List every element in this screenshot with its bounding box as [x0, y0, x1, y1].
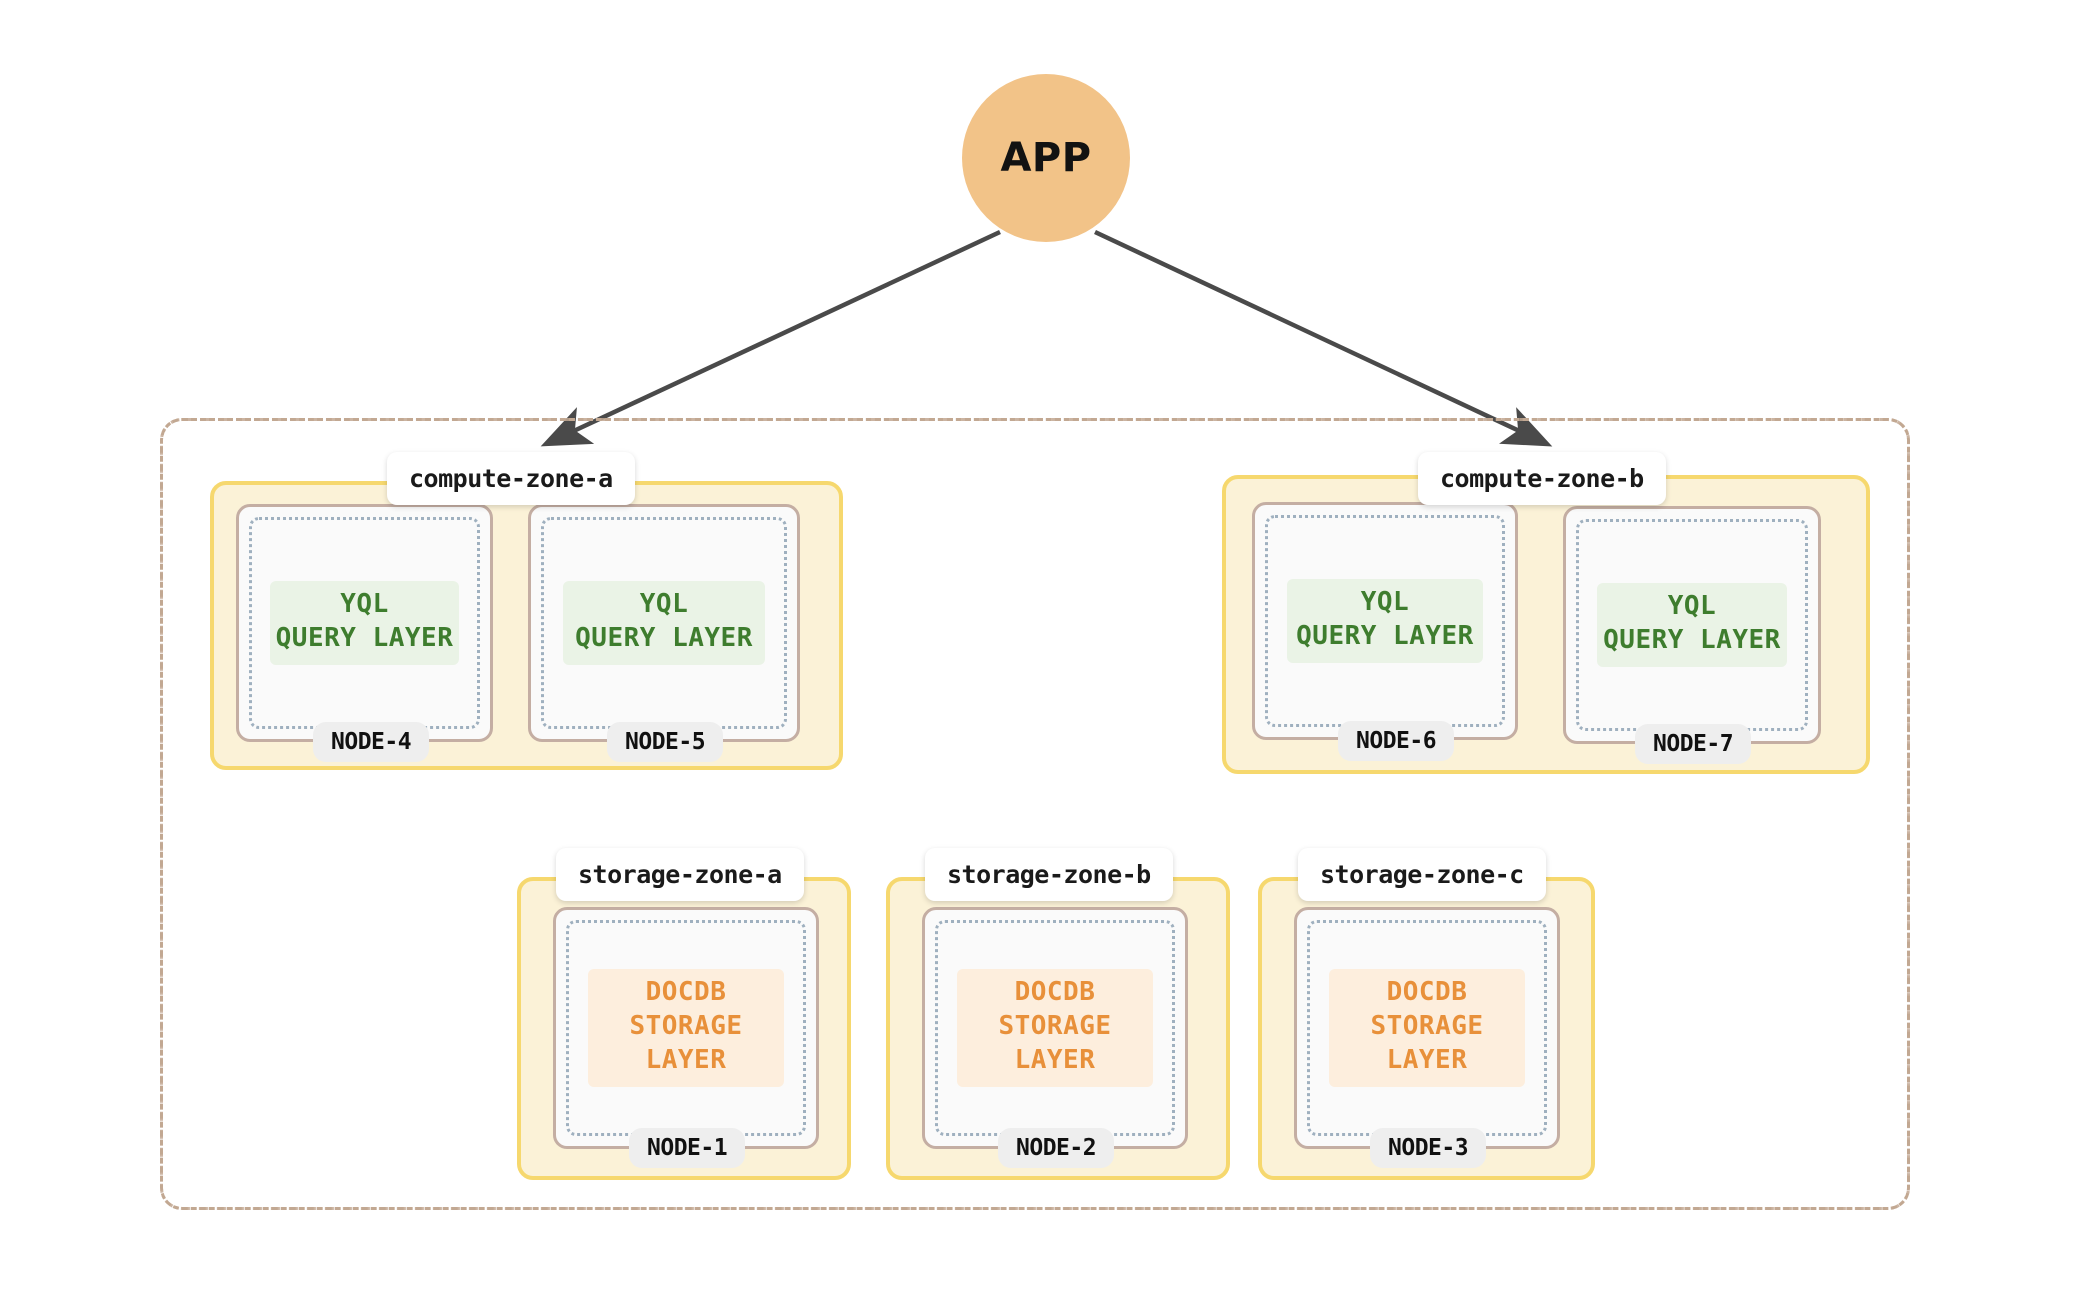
layer-line1-node-1: DOCDB [645, 976, 727, 1007]
node-card-node-7[interactable]: YQL QUERY LAYER [1563, 506, 1821, 744]
zone-label-storage-zone-a: storage-zone-a [556, 848, 804, 901]
node-badge-node-7: NODE-7 [1635, 724, 1752, 764]
node-inner-node-6: YQL QUERY LAYER [1265, 515, 1505, 727]
app-node-label: APP [1000, 135, 1092, 181]
layer-line2-node-3: STORAGE LAYER [1370, 1010, 1484, 1076]
node-inner-node-5: YQL QUERY LAYER [541, 517, 787, 729]
layer-line2-node-1: STORAGE LAYER [629, 1010, 743, 1076]
layer-line1-node-3: DOCDB [1386, 976, 1468, 1007]
node-inner-node-1: DOCDB STORAGE LAYER [566, 920, 806, 1136]
node-badge-node-1: NODE-1 [629, 1128, 746, 1168]
layer-chip-yql-node-7: YQL QUERY LAYER [1597, 582, 1787, 668]
cluster-boundary [160, 418, 1910, 1210]
zone-label-compute-zone-a: compute-zone-a [387, 452, 635, 505]
layer-line2-node-7: QUERY LAYER [1603, 625, 1781, 655]
node-badge-node-5: NODE-5 [607, 722, 724, 762]
layer-line2-node-6: QUERY LAYER [1296, 621, 1474, 651]
zone-label-compute-zone-b: compute-zone-b [1418, 452, 1666, 505]
node-card-node-5[interactable]: YQL QUERY LAYER [528, 504, 800, 742]
node-card-node-6[interactable]: YQL QUERY LAYER [1252, 502, 1518, 740]
node-card-node-1[interactable]: DOCDB STORAGE LAYER [553, 907, 819, 1149]
node-badge-node-2: NODE-2 [998, 1128, 1115, 1168]
layer-line2-node-4: QUERY LAYER [275, 623, 454, 653]
node-badge-node-6: NODE-6 [1338, 721, 1455, 761]
node-card-node-2[interactable]: DOCDB STORAGE LAYER [922, 907, 1188, 1149]
layer-chip-yql-node-5: YQL QUERY LAYER [563, 580, 765, 666]
node-badge-node-4: NODE-4 [313, 722, 430, 762]
layer-line1-node-7: YQL [1667, 590, 1717, 621]
layer-line1-node-6: YQL [1360, 586, 1410, 617]
edge-app-to-compute-zone-a [540, 229, 1001, 447]
node-card-node-3[interactable]: DOCDB STORAGE LAYER [1294, 907, 1560, 1149]
layer-chip-docdb-node-3: DOCDB STORAGE LAYER [1328, 968, 1526, 1088]
layer-chip-docdb-node-2: DOCDB STORAGE LAYER [956, 968, 1154, 1088]
layer-chip-docdb-node-1: DOCDB STORAGE LAYER [587, 968, 785, 1088]
app-node[interactable]: APP [962, 74, 1130, 242]
layer-line1-node-2: DOCDB [1014, 976, 1096, 1007]
edge-app-to-compute-zone-b [1094, 229, 1553, 447]
node-inner-node-3: DOCDB STORAGE LAYER [1307, 920, 1547, 1136]
zone-label-storage-zone-b: storage-zone-b [925, 848, 1173, 901]
zone-label-storage-zone-c: storage-zone-c [1298, 848, 1546, 901]
layer-line2-node-2: STORAGE LAYER [998, 1010, 1112, 1076]
layer-line2-node-5: QUERY LAYER [575, 623, 753, 653]
node-inner-node-7: YQL QUERY LAYER [1576, 519, 1808, 731]
node-inner-node-2: DOCDB STORAGE LAYER [935, 920, 1175, 1136]
layer-chip-yql-node-6: YQL QUERY LAYER [1286, 578, 1484, 664]
layer-line1-node-5: YQL [639, 588, 689, 619]
layer-line1-node-4: YQL [340, 588, 389, 619]
node-inner-node-4: YQL QUERY LAYER [249, 517, 480, 729]
layer-chip-yql-node-4: YQL QUERY LAYER [270, 580, 459, 666]
node-card-node-4[interactable]: YQL QUERY LAYER [236, 504, 493, 742]
node-badge-node-3: NODE-3 [1370, 1128, 1487, 1168]
